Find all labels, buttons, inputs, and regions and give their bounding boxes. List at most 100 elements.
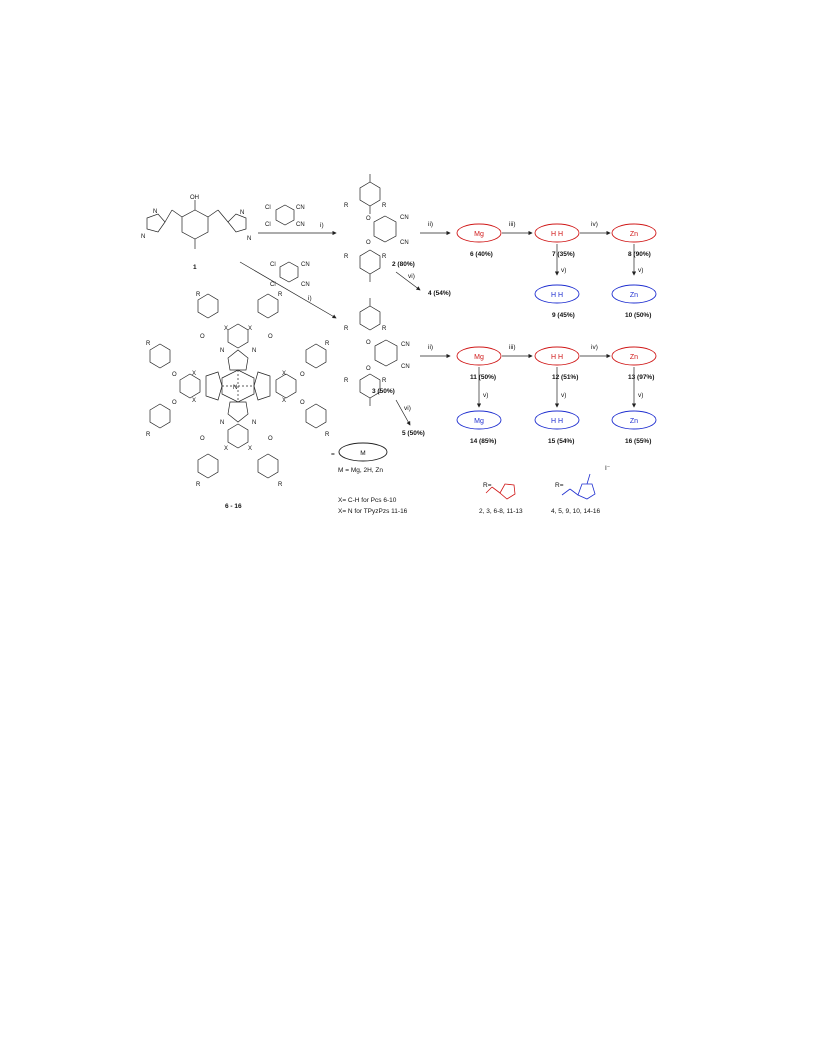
r-prefix: R= [555, 482, 564, 489]
compound-1-structure: OH N N N N [141, 195, 251, 249]
cn-label: CN [400, 240, 409, 246]
metal-label: H H [551, 354, 563, 361]
metal-complex-14: Mg [456, 410, 502, 430]
compound-16-label: 16 (55%) [625, 438, 651, 445]
cl-label: Cl [265, 205, 271, 211]
metal-complex-13: Zn [611, 346, 657, 366]
compound-1-label: 1 [193, 264, 197, 271]
r-label: R [196, 292, 201, 298]
o-label: O [172, 372, 177, 378]
n-label: N [240, 210, 244, 216]
compound-15-label: 15 (54%) [548, 438, 574, 445]
reagent-v: v) [561, 392, 566, 399]
cl-label: Cl [265, 222, 271, 228]
o-label: O [268, 436, 273, 442]
generic-metal-symbol: M [338, 442, 388, 462]
r-label: R [382, 378, 387, 384]
reagent-v: v) [483, 392, 488, 399]
compound-13-label: 13 (97%) [628, 374, 654, 381]
o-label: O [366, 216, 371, 222]
r-group-triazole-red: R= 2, 3, 6-8, 11-13 [479, 482, 523, 515]
reagent-i: i) [320, 222, 324, 229]
n-label: N [252, 348, 256, 354]
reagent-iv: iv) [591, 221, 598, 228]
reagent-iii: iii) [509, 221, 516, 228]
r-label: R [344, 254, 349, 260]
r-label: R [325, 341, 330, 347]
dichloropyrazine-reagent: Cl Cl CN CN [270, 261, 310, 288]
metal-complex-11: Mg [456, 346, 502, 366]
n-label: N [220, 348, 224, 354]
reagent-vi: vi) [408, 273, 415, 280]
r-label: R [196, 482, 201, 488]
reagent-iv: iv) [591, 344, 598, 351]
equals-sign: = [331, 451, 335, 458]
o-label: O [300, 400, 305, 406]
x-label: X [224, 446, 228, 452]
metal-label: H H [551, 292, 563, 299]
metal-label: Zn [630, 231, 638, 238]
x-label: X [224, 326, 228, 332]
metal-label: H H [551, 418, 563, 425]
cn-label: CN [301, 282, 310, 288]
r-group-triazolium-blue: R= I⁻ 4, 5, 9, 10, 14-16 [551, 465, 611, 515]
metal-label: Zn [630, 354, 638, 361]
arrow-2-to-4 [395, 271, 421, 291]
metal-complex-10: Zn [611, 284, 657, 304]
cn-label: CN [296, 222, 305, 228]
x-definition-pc: X= C-H for Pcs 6-10 [338, 497, 397, 504]
r-label: R [344, 203, 349, 209]
o-label: O [200, 334, 205, 340]
r-compound-list: 4, 5, 9, 10, 14-16 [551, 508, 601, 515]
macrocycle-label: 6 - 16 [225, 503, 242, 510]
r-compound-list: 2, 3, 6-8, 11-13 [479, 508, 523, 515]
reagent-vi: vi) [404, 405, 411, 412]
o-label: O [366, 366, 371, 372]
r-label: R [382, 254, 387, 260]
metal-complex-9: H H [534, 284, 580, 304]
reagent-v: v) [638, 267, 643, 274]
cn-label: CN [401, 342, 410, 348]
metal-label: Zn [630, 292, 638, 299]
r-label: R [382, 203, 387, 209]
compound-10-label: 10 (50%) [625, 312, 651, 319]
r-label: R [382, 326, 387, 332]
r-label: R [146, 432, 151, 438]
x-label: X [282, 398, 286, 404]
x-label: X [282, 371, 286, 377]
metal-complex-12: H H [534, 346, 580, 366]
cn-label: CN [401, 364, 410, 370]
n-label: N [220, 420, 224, 426]
o-label: O [300, 372, 305, 378]
r-label: R [146, 341, 151, 347]
x-label: X [248, 326, 252, 332]
compound-5-label: 5 (50%) [402, 430, 425, 437]
compound-6-label: 6 (40%) [470, 251, 493, 258]
x-label: X [192, 371, 196, 377]
reagent-ii: ii) [428, 221, 433, 228]
compound-2-structure: R R O CN CN O R R [344, 174, 409, 282]
metal-label: H H [551, 231, 563, 238]
arrow-3-to-5 [395, 399, 411, 426]
cn-label: CN [400, 215, 409, 221]
metal-definition: M = Mg, 2H, Zn [338, 467, 383, 474]
compound-3-label: 3 (50%) [372, 388, 395, 395]
n-label: N [233, 385, 237, 391]
x-label: X [248, 446, 252, 452]
o-label: O [200, 436, 205, 442]
n-label: N [247, 236, 251, 242]
compound-11-label: 11 (50%) [470, 374, 496, 381]
n-label: N [141, 234, 145, 240]
x-label: X [192, 398, 196, 404]
metal-complex-16: Zn [611, 410, 657, 430]
metal-complex-15: H H [534, 410, 580, 430]
reagent-i: i) [308, 295, 312, 302]
compound-12-label: 12 (51%) [552, 374, 578, 381]
compound-3-structure: R R O CN CN O R R [344, 298, 410, 406]
compound-4-label: 4 (54%) [428, 290, 451, 297]
metal-label: M [360, 450, 365, 457]
oh-label: OH [190, 195, 199, 201]
n-label: N [153, 209, 157, 215]
metal-label: Mg [474, 231, 484, 238]
